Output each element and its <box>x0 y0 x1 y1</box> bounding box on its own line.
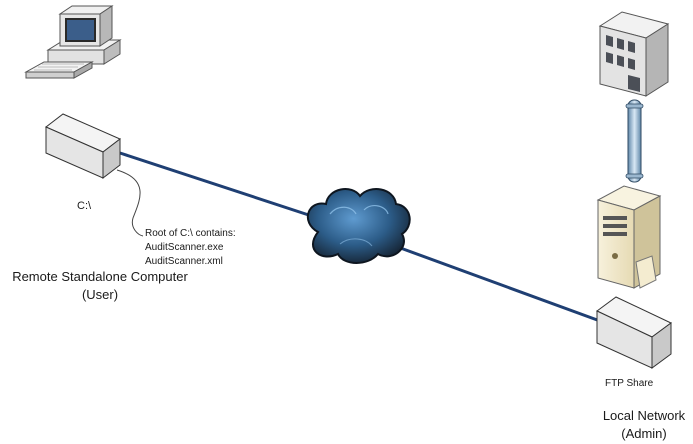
link-line-cloud-to-local <box>394 244 601 323</box>
pipe-connector <box>625 99 644 183</box>
remote-drive-contents: Root of C:\ contains: AuditScanner.exe A… <box>145 227 236 269</box>
file-item: AuditScanner.exe <box>145 242 224 253</box>
local-title-line1: Local Network <box>602 408 686 423</box>
callout-line <box>116 169 144 237</box>
file-item: AuditScanner.xml <box>145 256 223 267</box>
office-building-icon <box>598 11 670 97</box>
cloud-icon <box>306 188 411 264</box>
external-drive-icon <box>596 296 672 369</box>
ftp-share-label: FTP Share <box>605 378 654 389</box>
remote-computer-title: Remote Standalone Computer (User) <box>0 268 200 304</box>
remote-title-line2: (User) <box>81 287 119 302</box>
contents-heading: Root of C:\ contains: <box>145 228 236 239</box>
local-title-line2: (Admin) <box>621 426 667 441</box>
remote-title-line1: Remote Standalone Computer <box>12 269 188 284</box>
link-line-remote-to-cloud <box>119 151 331 224</box>
server-tower-icon <box>596 185 662 289</box>
external-drive-icon <box>45 113 121 180</box>
desktop-computer-icon <box>24 5 122 79</box>
remote-drive-label: C:\ <box>77 200 92 212</box>
local-network-title: Local Network (Admin) <box>596 407 692 443</box>
